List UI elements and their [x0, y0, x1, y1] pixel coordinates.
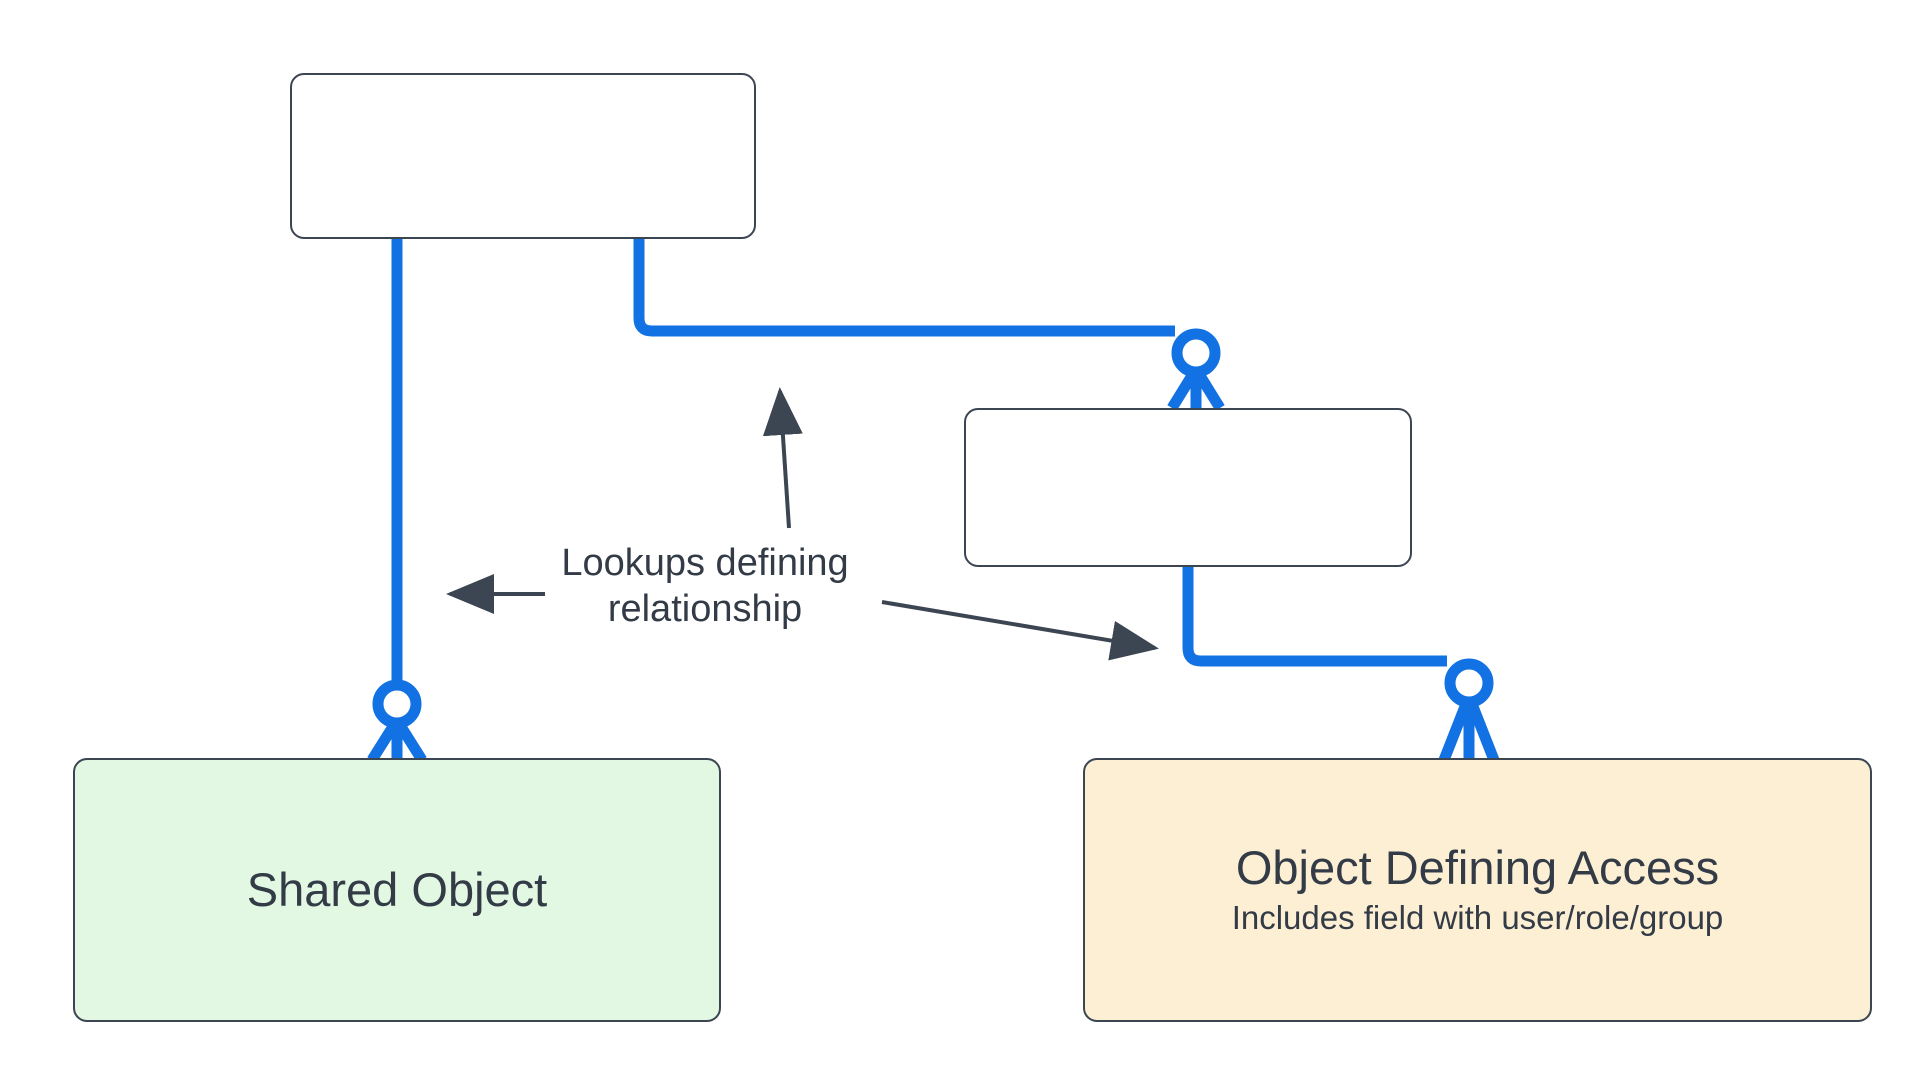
crows-foot-circle: [1444, 658, 1494, 708]
crows-foot-prong-left: [1167, 371, 1198, 411]
connector-line: [633, 239, 1175, 337]
node-object-defining-access[interactable]: Object Defining Access Includes field wi…: [1083, 758, 1872, 1022]
connector-middle-to-access: [1182, 567, 1500, 763]
crows-foot-prong-right: [1194, 371, 1225, 411]
node-middle-object[interactable]: [964, 408, 1412, 567]
crows-foot-prong-right: [1466, 701, 1500, 763]
crows-foot-circle: [1171, 328, 1221, 378]
node-object-defining-access-subtitle: Includes field with user/role/group: [1231, 898, 1724, 936]
connector-line: [1182, 567, 1447, 667]
node-shared-object-title: Shared Object: [246, 862, 548, 916]
node-object-defining-access-title: Object Defining Access: [1235, 841, 1720, 895]
connector-top-to-middle: [633, 239, 1225, 411]
node-shared-object[interactable]: Shared Object: [73, 758, 721, 1022]
annotation-lookups-defining-relationship: Lookups defining relationship: [561, 542, 849, 631]
node-top-object[interactable]: [290, 73, 756, 239]
crows-foot-prong-left: [1438, 701, 1472, 763]
crows-foot-prong-left: [367, 722, 399, 763]
crows-foot-prong-right: [395, 722, 427, 763]
arrow-to-top-right-connector: [762, 387, 803, 529]
arrow-to-bottom-right-connector: [881, 600, 1159, 661]
crows-foot-circle: [372, 679, 422, 729]
connector-top-to-shared: [367, 239, 427, 763]
